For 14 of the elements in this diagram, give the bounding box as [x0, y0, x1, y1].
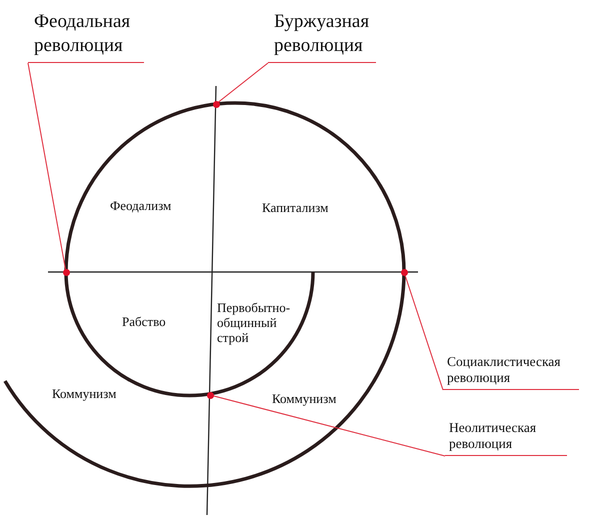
region-label: Первобытно-общинный строй	[217, 300, 292, 345]
region-label: Коммунизм	[272, 391, 338, 406]
intersection-point	[62, 268, 70, 276]
leader-line	[216, 62, 268, 104]
region-label: Рабство	[122, 314, 167, 329]
intersection-point	[212, 100, 220, 108]
region-label: Коммунизм	[52, 386, 118, 401]
callout-label: Неолитическая революция	[445, 420, 567, 456]
region-label: Феодализм	[110, 198, 172, 213]
callout-label: Социаклистическая революция	[443, 354, 579, 390]
callout-label: Буржуазная революция	[268, 10, 376, 63]
callout-label: Феодальная революция	[28, 10, 144, 63]
intersection-point	[400, 268, 408, 276]
region-label: Капитализм	[262, 200, 330, 215]
